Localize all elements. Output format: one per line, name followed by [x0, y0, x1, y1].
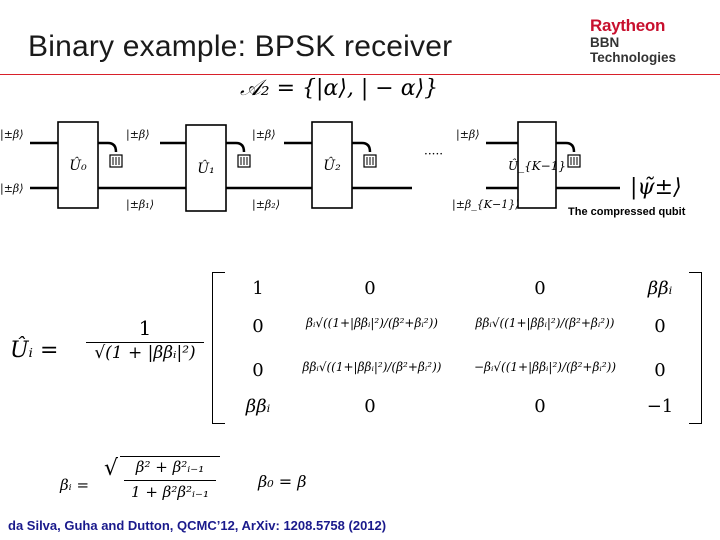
output-state-label: |ψ̃±⟩	[630, 175, 682, 200]
trash-icon	[363, 154, 377, 168]
matrix-cell: 0	[654, 360, 666, 381]
normalization-fraction: 1 √(1 + |ββᵢ|²)	[80, 316, 210, 363]
matrix-cell: 0	[252, 360, 264, 381]
logo-sub-text: BBN Technologies	[590, 35, 677, 65]
matrix-cell: 0	[534, 278, 546, 299]
receiver-circuit-diagram: Û₀ Û₁ Û₂ Û_{K−1} |±β⟩ |±β⟩ |±β⟩ |±β⟩ |±β…	[0, 121, 682, 212]
title-divider	[0, 74, 720, 75]
gate-box-2	[311, 121, 353, 209]
discard-wire-1	[226, 141, 246, 153]
matrix-cell: ββᵢ√((1+|ββᵢ|²)/(β²+βᵢ²))	[302, 360, 442, 374]
matrix-cell: −1	[646, 396, 674, 417]
discard-wire-3	[556, 141, 576, 153]
matrix-cell: ββᵢ√((1+|ββᵢ|²)/(β²+βᵢ²))	[475, 316, 615, 330]
gate-box-1	[185, 124, 227, 212]
intermediate-label: |±β_{K−1}⟩	[452, 198, 520, 212]
gate-box-3	[517, 121, 557, 209]
sqrt-bar	[120, 456, 220, 457]
matrix-cell: 0	[364, 396, 376, 417]
intermediate-label: |±β₂⟩	[252, 198, 280, 212]
alphabet-set-equation: 𝒜₂ = {|α⟩, | − α⟩}	[240, 76, 439, 101]
trash-icon	[109, 154, 123, 168]
top-input-label: |±β⟩	[252, 128, 276, 142]
fraction-numerator: 1	[138, 316, 152, 340]
beta-zero-equation: β₀ = β	[258, 472, 307, 491]
slide-title: Binary example: BPSK receiver	[28, 30, 453, 63]
fraction-denominator: √(1 + |ββᵢ|²)	[94, 343, 196, 363]
trash-icon	[237, 154, 251, 168]
matrix-cell: βᵢ√((1+|ββᵢ|²)/(β²+βᵢ²))	[306, 316, 438, 330]
citation-text: da Silva, Guha and Dutton, QCMC’12, ArXi…	[8, 518, 387, 533]
matrix-cell: 0	[364, 278, 376, 299]
discard-wire-0	[98, 141, 118, 153]
matrix-cell: 0	[252, 316, 264, 337]
gate-label: Û₁	[197, 159, 214, 177]
matrix-cell: 0	[534, 396, 546, 417]
trash-icon	[567, 154, 581, 168]
matrix-cell: ββᵢ	[245, 396, 271, 417]
fraction-bar	[86, 342, 204, 343]
input-label: |±β⟩	[0, 128, 24, 142]
matrix-cell: ββᵢ	[647, 278, 673, 299]
ellipsis-dots: ·····	[424, 147, 443, 161]
gate-label: Û₂	[323, 156, 341, 174]
gate-label: Û₀	[69, 156, 87, 174]
matrix-left-bracket	[212, 272, 225, 424]
top-input-label: |±β⟩	[126, 128, 150, 142]
sqrt-sign: √	[104, 456, 119, 481]
matrix-cell: 1	[252, 278, 264, 299]
intermediate-label: |±β₁⟩	[126, 198, 154, 212]
gate-label: Û_{K−1}	[508, 157, 566, 173]
beta-lhs: βᵢ =	[60, 476, 90, 494]
top-input-label: |±β⟩	[456, 128, 480, 142]
beta-fraction-bar	[124, 480, 216, 481]
logo-main-text: Raytheon	[590, 16, 666, 35]
compressed-qubit-label: The compressed qubit	[568, 206, 686, 218]
beta-numerator: β² + β²ᵢ₋₁	[135, 458, 205, 476]
unitary-matrix: 1 0 0 ββᵢ 0 βᵢ√((1+|ββᵢ|²)/(β²+βᵢ²)) ββᵢ…	[212, 272, 702, 424]
input-label: |±β⟩	[0, 182, 24, 196]
matrix-cell: −βᵢ√((1+|ββᵢ|²)/(β²+βᵢ²))	[473, 360, 617, 374]
discard-wire-2	[352, 141, 372, 153]
company-logo: Raytheon BBN Technologies	[590, 16, 708, 65]
gate-box-0	[57, 121, 99, 209]
matrix-cell: 0	[654, 316, 666, 337]
unitary-lhs: Ûᵢ =	[10, 338, 59, 363]
matrix-right-bracket	[689, 272, 702, 424]
beta-denominator: 1 + β²β²ᵢ₋₁	[131, 483, 209, 501]
